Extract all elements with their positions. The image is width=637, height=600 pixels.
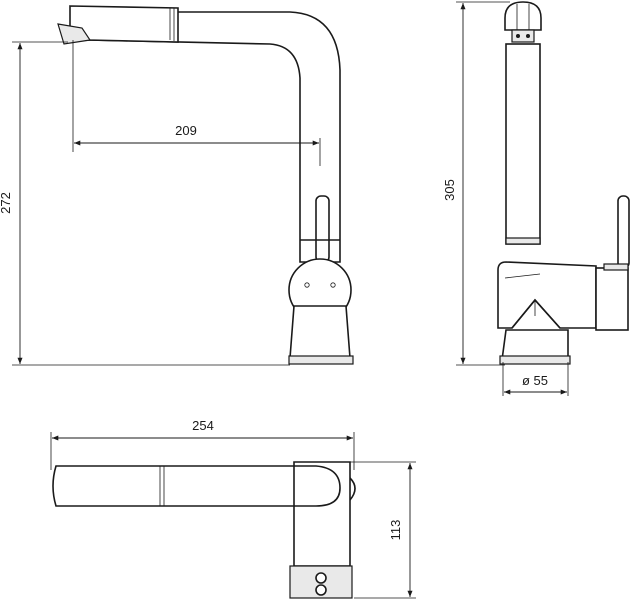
side-view: 209 272 [0, 5, 354, 366]
dim-label-209: 209 [175, 123, 197, 138]
top-lever-hole-lower [315, 584, 327, 596]
front-lever [617, 195, 630, 269]
top-lever-hole-upper [315, 572, 327, 584]
front-spout-top [504, 1, 542, 31]
front-handle-base [595, 267, 629, 331]
front-column [505, 43, 541, 245]
lever [315, 195, 330, 263]
front-view: 305 ø 55 [442, 1, 630, 396]
dim-label-272: 272 [0, 192, 13, 214]
dim-label-305: 305 [442, 179, 457, 201]
top-view: 254 113 [50, 418, 416, 599]
dim-label-254: 254 [192, 418, 214, 433]
base [289, 305, 351, 359]
dim-label-113: 113 [388, 520, 403, 541]
nozzle [57, 23, 92, 45]
front-body [497, 261, 597, 329]
spout-arm [87, 11, 341, 263]
top-body [293, 461, 351, 567]
dim-label-55: ø 55 [522, 373, 548, 388]
base-ring [288, 355, 354, 365]
